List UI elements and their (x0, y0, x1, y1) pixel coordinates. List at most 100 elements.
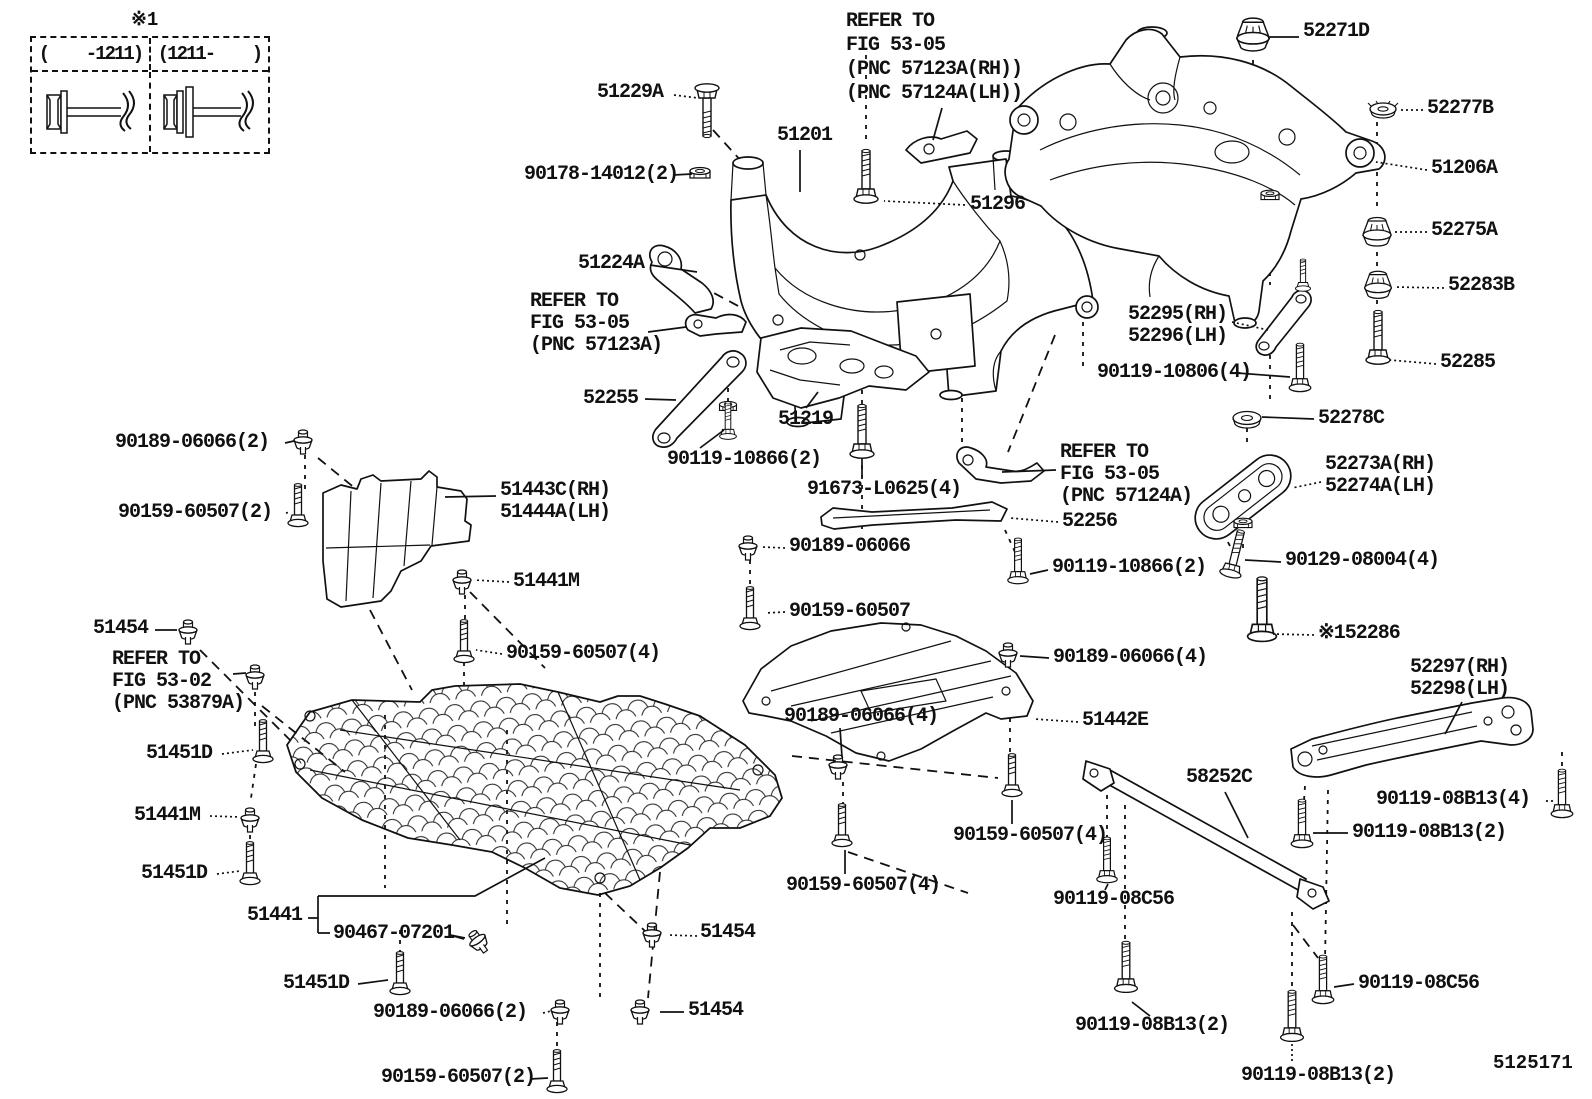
part-label: 90159-60507(4) (506, 642, 661, 665)
part-label: 51442E (1082, 709, 1149, 732)
screw-60507-4-center (1001, 752, 1023, 798)
part-label: 90119-08B13(2) (1241, 1064, 1396, 1087)
brace-drawing-58252c (1082, 760, 1330, 910)
bolt-08b13-bottom (1279, 989, 1305, 1043)
part-label: REFER TO (846, 10, 935, 33)
bolt-08b13-2 (1290, 798, 1314, 849)
bracket-drawing-57123a (684, 313, 747, 337)
nut-90178 (689, 166, 711, 179)
part-label: 52283B (1448, 274, 1515, 297)
part-label: 51441M (513, 570, 580, 593)
variant-table-header: ( -1211) (1211- ) (32, 38, 268, 72)
part-label: 90119-08B13(4) (1376, 788, 1531, 811)
bolt-91673 (849, 403, 875, 459)
part-label: 51451D (283, 972, 350, 995)
part-label: (PNC 57124A(LH)) (846, 82, 1023, 105)
part-label: 90189-06066(4) (784, 705, 939, 728)
figure-code: 5125171 (1493, 1052, 1573, 1074)
bolt-drawing-late (162, 86, 254, 138)
part-label: 52271D (1303, 20, 1370, 43)
part-label: 91673-L0625(4) (807, 478, 962, 501)
bolt-52285 (1365, 309, 1391, 365)
part-label: 90119-08C56 (1053, 888, 1175, 911)
cushion-52283b (1364, 270, 1392, 299)
part-label: 51229A (597, 81, 664, 104)
washer-52278c (1232, 410, 1262, 429)
bolt-bottom-left (1113, 940, 1139, 994)
part-label: 90129-08004(4) (1285, 549, 1440, 572)
part-label: 90178-14012(2) (524, 163, 679, 186)
bolt-08c56-right (1311, 954, 1335, 1005)
clip-51454-left (178, 619, 198, 645)
clip-90467 (463, 926, 494, 958)
part-label: 51444A(LH) (500, 501, 611, 524)
part-label: 90119-10806(4) (1097, 361, 1252, 384)
part-label: 52295(RH) (1128, 303, 1228, 326)
screw-51451d-bottom (389, 950, 411, 996)
part-label: 51451D (141, 862, 208, 885)
part-label: FIG 53-05 (1060, 463, 1160, 486)
variant-bolt-early-drawing (32, 72, 151, 152)
clip-90189-center (738, 535, 758, 561)
part-label: 90159-60507(4) (786, 874, 941, 897)
part-label: FIG 53-02 (112, 670, 212, 693)
nut-rear-member (1260, 189, 1280, 201)
part-label: FIG 53-05 (846, 34, 946, 57)
part-label: 51454 (93, 617, 149, 640)
nut-52273a (1233, 517, 1253, 529)
variant-period-early: ( -1211) (32, 38, 151, 70)
retainer-52277b (1367, 100, 1399, 119)
part-label: 52256 (1062, 510, 1118, 533)
stay-drawing-52255 (652, 350, 747, 448)
part-label: 51224A (578, 252, 645, 275)
part-label: 52273A(RH) (1325, 453, 1436, 476)
engine-under-cover-drawing-51441 (286, 683, 783, 896)
bolt-52286 (1246, 576, 1278, 643)
part-label: 90119-10866(2) (1052, 556, 1207, 579)
variant-table: ( -1211) (1211- ) (30, 36, 270, 154)
part-label: 90119-08C56 (1358, 972, 1480, 995)
part-label: 90119-10866(2) (667, 448, 822, 471)
clip-51454-right-top (642, 922, 662, 948)
part-label: 90159-60507(2) (118, 501, 273, 524)
part-label: 90159-60507 (789, 600, 911, 623)
part-label: 51296 (970, 193, 1026, 216)
part-label: 90119-08B13(2) (1075, 1014, 1230, 1037)
screw-60507-4-left (831, 802, 853, 848)
part-label: 52278C (1318, 407, 1385, 430)
screw-60507-2-bottom (546, 1048, 568, 1094)
part-label: 52297(RH) (1410, 656, 1510, 679)
lower-plate-drawing-51219 (756, 327, 930, 409)
part-label: 51219 (778, 408, 834, 431)
side-cover-drawing-51443c (322, 470, 472, 608)
bolt-10866-right (1007, 537, 1029, 585)
part-label: ※152286 (1318, 622, 1401, 645)
note-marker: ※1 (131, 9, 159, 31)
part-label: REFER TO (1060, 441, 1149, 464)
bolt-52295-top (1295, 258, 1311, 292)
part-label: 52296(LH) (1128, 325, 1228, 348)
stud-bolt-51229a (694, 83, 720, 139)
part-label: 51451D (146, 742, 213, 765)
clip-53879a (245, 664, 265, 690)
part-label: (PNC 53879A) (112, 692, 245, 715)
part-label: REFER TO (530, 290, 619, 313)
part-label: 51454 (688, 999, 744, 1022)
bolt-10806 (1288, 342, 1312, 393)
part-label: (PNC 57124A) (1060, 485, 1193, 508)
bracket-drawing-57124a (956, 446, 1045, 484)
screw-60507-2-left (287, 482, 309, 528)
screw-60507-center (739, 585, 761, 631)
bolt-51296 (853, 148, 879, 204)
clip-51441m-left (240, 807, 260, 833)
part-label: 52274A(LH) (1325, 475, 1436, 498)
part-label: 90189-06066(2) (373, 1001, 528, 1024)
screw-51451d-top (252, 718, 274, 764)
bracket-drawing-51224a (648, 244, 714, 314)
clip-90189-2-bottom (550, 999, 570, 1025)
cushion-52275a (1362, 216, 1392, 247)
part-label: (PNC 57123A(RH)) (846, 58, 1023, 81)
part-label: REFER TO (112, 648, 201, 671)
